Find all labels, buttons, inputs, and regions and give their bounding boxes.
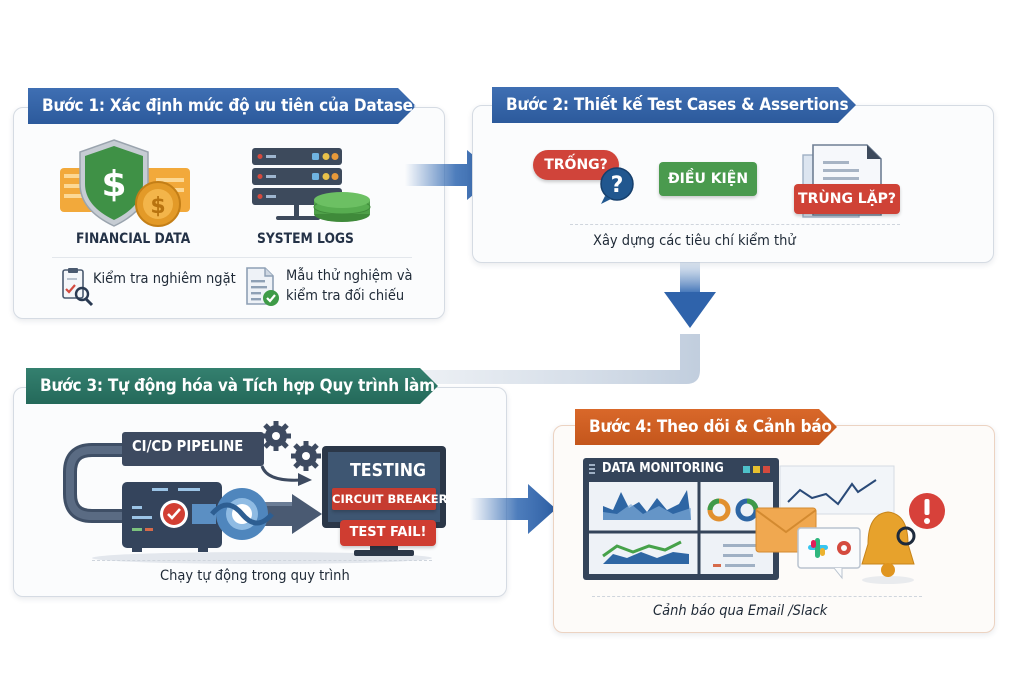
cicd-pipeline-label: CI/CD PIPELINE [132, 437, 244, 455]
shield-dollar-icon: $ $ [60, 139, 190, 227]
alert-bell-icon [861, 511, 916, 584]
test-fail-badge: TEST FAIL! [340, 520, 436, 546]
step3-caption: Chạy tự động trong quy trình [160, 568, 350, 584]
arrow-step3-to-step4 [470, 484, 556, 534]
step3-banner: Bước 3: Tự động hóa và Tích hợp Quy trìn… [26, 368, 438, 404]
tag-condition: ĐIỀU KIỆN [659, 162, 757, 196]
step2-banner: Bước 2: Thiết kế Test Cases & Assertions [492, 87, 856, 123]
data-monitoring-label: DATA MONITORING [602, 461, 724, 476]
trend-chart-card [779, 465, 895, 515]
step4-banner: Bước 4: Theo dõi & Cảnh báo [575, 409, 837, 445]
system-logs-label: SYSTEM LOGS [257, 231, 354, 247]
sample-check-label-1: Mẫu thử nghiệm và [286, 268, 413, 284]
step1-banner: Bước 1: Xác định mức độ ưu tiên của Data… [28, 88, 416, 124]
clipboard-search-icon [62, 268, 94, 307]
slack-bubble-icon [797, 527, 861, 580]
document-check-icon [246, 267, 279, 306]
step1-divider [52, 257, 412, 258]
svg-text:?: ? [611, 173, 624, 198]
step4-divider [592, 596, 922, 597]
testing-label: TESTING [350, 460, 426, 481]
arrow-step2-to-step3 [420, 262, 716, 384]
svg-text:$: $ [150, 194, 165, 219]
data-monitoring-dashboard [583, 458, 779, 580]
sample-check-label-2: kiểm tra đối chiếu [286, 288, 405, 304]
step2-divider [570, 224, 900, 225]
step2-caption: Xây dựng các tiêu chí kiểm thử [593, 233, 796, 249]
tag-duplicate: TRÙNG LẶP? [794, 184, 900, 214]
step1-card [13, 107, 445, 319]
strict-check-label: Kiểm tra nghiêm ngặt [93, 271, 236, 287]
cicd-pipeline-illustration [63, 421, 432, 564]
step3-divider [92, 560, 432, 561]
step4-caption: Cảnh báo qua Email /Slack [653, 603, 828, 619]
circuit-breaker-badge: CIRCUIT BREAKER [332, 488, 447, 510]
warning-icon [909, 493, 945, 529]
server-database-icon [252, 148, 371, 222]
question-bubble-icon: ? [600, 167, 634, 204]
financial-data-label: FINANCIAL DATA [76, 231, 191, 247]
svg-text:$: $ [101, 164, 126, 205]
